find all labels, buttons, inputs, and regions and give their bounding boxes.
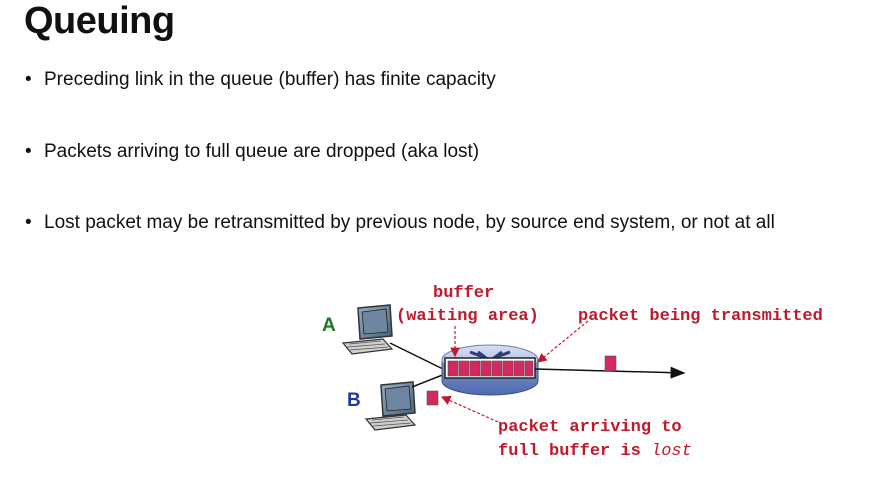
bullet-dot: • — [25, 212, 32, 233]
queued-packet — [480, 360, 492, 377]
lost-label-sub: full buffer is lost — [498, 442, 692, 461]
lost-label-prefix: full buffer is — [498, 442, 651, 461]
bullet-text: Lost packet may be retransmitted by prev… — [44, 212, 775, 233]
host-b-label: B — [347, 390, 361, 411]
queued-packet — [469, 360, 481, 377]
bullet-text: Preceding link in the queue (buffer) has… — [44, 69, 496, 90]
link-a-to-router — [389, 342, 446, 371]
bullet-text: Packets arriving to full queue are dropp… — [44, 141, 480, 162]
buffer-queue — [444, 357, 536, 379]
lost-pointer-arrow — [440, 396, 499, 423]
queued-packet — [524, 360, 534, 377]
queued-packet — [458, 360, 470, 377]
host-a-label: A — [322, 315, 336, 336]
lost-label: packet arriving to — [498, 418, 682, 437]
transmitted-label: packet being transmitted — [578, 307, 823, 326]
host-b-computer-icon — [364, 381, 417, 431]
bullet-dot: • — [25, 69, 32, 90]
queued-packet — [502, 360, 514, 377]
transmitted-pointer-arrow — [537, 320, 589, 363]
link-b-to-router — [411, 373, 446, 388]
queued-packet — [491, 360, 503, 377]
lost-packet — [426, 390, 439, 406]
lost-label-emphasis: lost — [651, 442, 692, 461]
buffer-label-sub: (waiting area) — [396, 307, 539, 326]
transmitted-packet — [604, 355, 617, 372]
slide-title: Queuing — [24, 0, 175, 42]
bullet-dot: • — [25, 141, 32, 162]
buffer-label: buffer — [433, 284, 494, 303]
queued-packet — [513, 360, 525, 377]
host-a-computer-icon — [341, 304, 394, 355]
queued-packet — [447, 360, 459, 377]
